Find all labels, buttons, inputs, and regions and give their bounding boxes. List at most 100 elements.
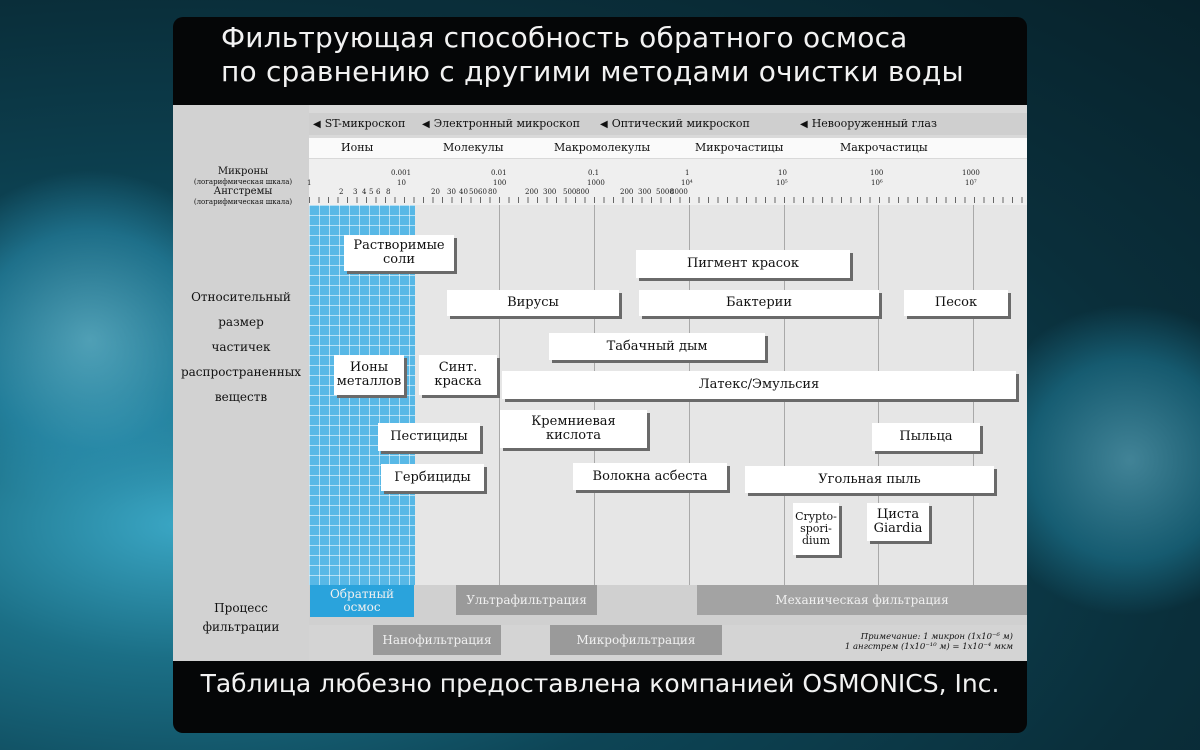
micron-tick: 1: [685, 169, 690, 177]
angstrom-label: Ангстремы (логарифмическая шкала): [181, 187, 305, 207]
minor-tick: 6: [376, 188, 381, 196]
particle-asbestos: Волокна асбеста: [573, 463, 727, 490]
size-label-line: веществ: [214, 390, 268, 404]
process-ultrafiltration: Ультрафильтрация: [456, 585, 597, 615]
minor-tick: 500: [563, 188, 577, 196]
minor-tick: 200: [620, 188, 634, 196]
angstrom-tick: 10: [397, 179, 406, 187]
minor-tick: 40: [459, 188, 468, 196]
instrument-label: Оптический микроскоп: [611, 117, 750, 130]
instruments-row: ◀ST-микроскоп ◀Электронный микроскоп ◀Оп…: [309, 113, 1027, 135]
particle-herbicides: Гербициды: [381, 464, 484, 491]
minor-tick: 8: [386, 188, 391, 196]
category-molecules: Молекулы: [443, 141, 504, 154]
instrument-label: ST-микроскоп: [324, 117, 406, 130]
angstrom-tick: 100: [493, 179, 507, 187]
particle-viruses: Вирусы: [447, 290, 619, 316]
instrument-st: ◀ST-микроскоп: [313, 117, 405, 130]
process-microfiltration: Микрофильтрация: [550, 625, 722, 655]
angstrom-label-text: Ангстремы: [213, 186, 273, 197]
minor-tick: 300: [638, 188, 652, 196]
micron-tick: 0.01: [491, 169, 507, 177]
chart-sidebar: [173, 105, 309, 661]
minor-tick: 20: [431, 188, 440, 196]
process-nanofiltration: Нанофильтрация: [373, 625, 501, 655]
minor-tick: 50: [469, 188, 478, 196]
instrument-optical: ◀Оптический микроскоп: [600, 117, 750, 130]
particle-giardia: Циста Giardia: [867, 503, 929, 541]
minor-tick-marks: [309, 197, 1027, 203]
page-title: Фильтрующая способность обратного осмоса…: [221, 21, 1001, 89]
arrow-left-icon: ◀: [313, 119, 321, 130]
micron-tick: 10: [778, 169, 787, 177]
process-label-line: Процесс: [214, 601, 268, 615]
process-reverse-osmosis: Обратный осмос: [310, 585, 414, 617]
category-macroparticles: Макрочастицы: [840, 141, 928, 154]
minor-tick: 4: [362, 188, 367, 196]
size-label-line: Относительный: [191, 290, 291, 304]
microns-sub: (логарифмическая шкала): [193, 178, 293, 186]
particle-salts: Растворимые соли: [344, 235, 454, 271]
particle-metal-ions: Ионы металлов: [334, 355, 404, 395]
footer-credit: Таблица любезно предоставлена компанией …: [200, 669, 1000, 698]
arrow-left-icon: ◀: [800, 119, 808, 130]
particle-pesticides: Пестициды: [378, 423, 480, 451]
microns-label-text: Микроны: [217, 166, 269, 177]
angstrom-tick: 1000: [587, 179, 605, 187]
title-line-1: Фильтрующая способность обратного осмоса: [221, 21, 908, 54]
size-label-line: распространенных: [180, 365, 302, 379]
particle-pigment: Пигмент красок: [636, 250, 850, 278]
particle-sand: Песок: [904, 290, 1008, 316]
arrow-left-icon: ◀: [600, 119, 608, 130]
particle-latex: Латекс/Эмульсия: [502, 371, 1016, 399]
angstrom-tick: 10⁵: [776, 179, 788, 187]
angstrom-tick: 10⁴: [681, 179, 693, 187]
particle-silicic-acid: Кремниевая кислота: [500, 410, 647, 448]
category-macromolecules: Макромолекулы: [554, 141, 651, 154]
minor-tick: 800: [576, 188, 590, 196]
category-microparticles: Микрочастицы: [695, 141, 784, 154]
note-line-1: Примечание: 1 микрон (1x10⁻⁶ м): [860, 632, 1013, 642]
filtration-chart: ◀ST-микроскоп ◀Электронный микроскоп ◀Оп…: [173, 105, 1027, 661]
micron-tick: 1000: [962, 169, 980, 177]
minor-tick: 300: [543, 188, 557, 196]
minor-tick: 8000: [670, 188, 688, 196]
minor-tick: 5000: [656, 188, 674, 196]
instrument-label: Электронный микроскоп: [433, 117, 580, 130]
units-note: Примечание: 1 микрон (1x10⁻⁶ м) 1 ангстр…: [733, 632, 1013, 652]
water-splash-right: [1000, 280, 1200, 640]
minor-tick: 60: [478, 188, 487, 196]
micron-tick: 100: [870, 169, 884, 177]
microns-label: Микроны (логарифмическая шкала): [181, 167, 305, 187]
micron-tick: 0.001: [391, 169, 412, 177]
particle-cryptosporidium: Crypto-spori-dium: [793, 503, 839, 555]
instrument-electron: ◀Электронный микроскоп: [422, 117, 580, 130]
minor-tick: 2: [339, 188, 344, 196]
angstrom-tick: 10⁷: [965, 179, 977, 187]
instrument-naked-eye: ◀Невооруженный глаз: [800, 117, 937, 130]
angstrom-sub: (логарифмическая шкала): [193, 198, 293, 206]
decade-line: [499, 205, 500, 585]
particle-bacteria: Бактерии: [639, 290, 879, 316]
angstrom-tick: 1: [307, 179, 312, 187]
process-label-line: фильтрации: [202, 620, 280, 634]
title-line-2: по сравнению с другими методами очистки …: [221, 55, 964, 88]
minor-tick: 5: [369, 188, 374, 196]
micron-tick: 0.1: [588, 169, 600, 177]
particle-coal-dust: Угольная пыль: [745, 466, 994, 493]
process-label: Процесс фильтрации: [177, 599, 305, 637]
size-label-line: размер: [218, 315, 264, 329]
particle-pollen: Пыльца: [872, 423, 980, 451]
angstrom-tick: 10⁶: [871, 179, 883, 187]
minor-tick: 200: [525, 188, 539, 196]
instrument-label: Невооруженный глаз: [811, 117, 937, 130]
particle-tobacco-smoke: Табачный дым: [549, 333, 765, 360]
process-mechanical: Механическая фильтрация: [697, 585, 1027, 615]
categories-row: Ионы Молекулы Макромолекулы Микрочастицы…: [309, 138, 1027, 158]
minor-tick: 3: [353, 188, 358, 196]
relative-size-label: Относительный размер частичек распростра…: [177, 285, 305, 410]
particle-synth-dye: Синт. краска: [419, 355, 497, 395]
minor-tick: 80: [488, 188, 497, 196]
arrow-left-icon: ◀: [422, 119, 430, 130]
note-line-2: 1 ангстрем (1x10⁻¹⁰ м) = 1x10⁻⁴ мкм: [844, 642, 1013, 652]
